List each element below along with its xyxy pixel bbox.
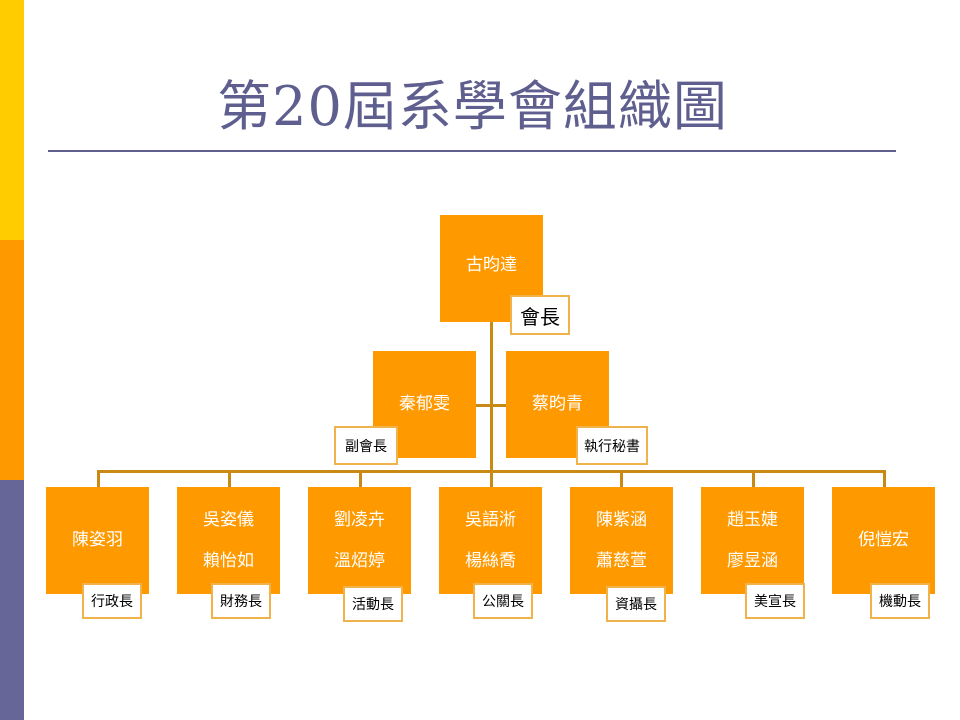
connector-dept-5 bbox=[620, 470, 623, 488]
accent-bar-top bbox=[0, 0, 24, 240]
node-name: 吳姿儀 bbox=[203, 510, 254, 531]
role-tag-dept-1: 行政長 bbox=[82, 583, 142, 619]
connector-officers bbox=[476, 404, 506, 407]
org-node-dept-7: 倪愷宏 bbox=[832, 487, 935, 594]
node-name: 秦郁雯 bbox=[399, 394, 450, 415]
org-node-dept-6: 趙玉婕 廖昱涵 bbox=[701, 487, 804, 594]
connector-dept-7 bbox=[883, 470, 886, 488]
node-name: 倪愷宏 bbox=[858, 530, 909, 551]
role-tag-dept-5: 資攝長 bbox=[606, 586, 666, 622]
role-tag-secretary: 執行秘書 bbox=[576, 426, 648, 465]
role-tag-dept-3: 活動長 bbox=[343, 586, 403, 622]
role-tag-dept-4: 公關長 bbox=[473, 583, 533, 619]
role-tag-dept-7: 機動長 bbox=[870, 583, 930, 619]
node-name: 陳姿羽 bbox=[72, 530, 123, 551]
org-node-dept-4: 吳語淅 楊絲喬 bbox=[439, 487, 542, 594]
connector-trunk bbox=[490, 322, 493, 472]
node-name: 溫炤婷 bbox=[334, 550, 385, 571]
connector-dept-1 bbox=[97, 470, 100, 488]
node-name: 陳紫涵 bbox=[596, 510, 647, 531]
node-name: 蔡昀青 bbox=[532, 394, 583, 415]
org-node-dept-1: 陳姿羽 bbox=[46, 487, 149, 594]
node-name: 廖昱涵 bbox=[727, 550, 778, 571]
connector-dept-4 bbox=[490, 470, 493, 488]
accent-bar-bottom bbox=[0, 480, 24, 720]
node-name: 吳語淅 bbox=[465, 510, 516, 531]
connector-dept-2 bbox=[228, 470, 231, 488]
role-tag-president: 會長 bbox=[510, 295, 570, 335]
org-node-dept-3: 劉凌卉 溫炤婷 bbox=[308, 487, 411, 594]
role-tag-vice-president: 副會長 bbox=[334, 426, 398, 465]
node-name: 楊絲喬 bbox=[465, 550, 516, 571]
node-name: 古昀達 bbox=[466, 255, 517, 276]
accent-bar-middle bbox=[0, 240, 24, 480]
connector-dept-3 bbox=[359, 470, 362, 488]
role-tag-dept-2: 財務長 bbox=[211, 583, 271, 619]
node-name: 賴怡如 bbox=[203, 550, 254, 571]
role-tag-dept-6: 美宣長 bbox=[745, 583, 805, 619]
node-name: 蕭慈萱 bbox=[596, 550, 647, 571]
org-node-dept-2: 吳姿儀 賴怡如 bbox=[177, 487, 280, 594]
slide-title: 第20屆系學會組織圖 bbox=[217, 75, 728, 138]
org-node-dept-5: 陳紫涵 蕭慈萱 bbox=[570, 487, 673, 594]
title-divider bbox=[48, 150, 896, 152]
node-name: 趙玉婕 bbox=[727, 510, 778, 531]
node-name: 劉凌卉 bbox=[334, 510, 385, 531]
connector-dept-6 bbox=[752, 470, 755, 488]
